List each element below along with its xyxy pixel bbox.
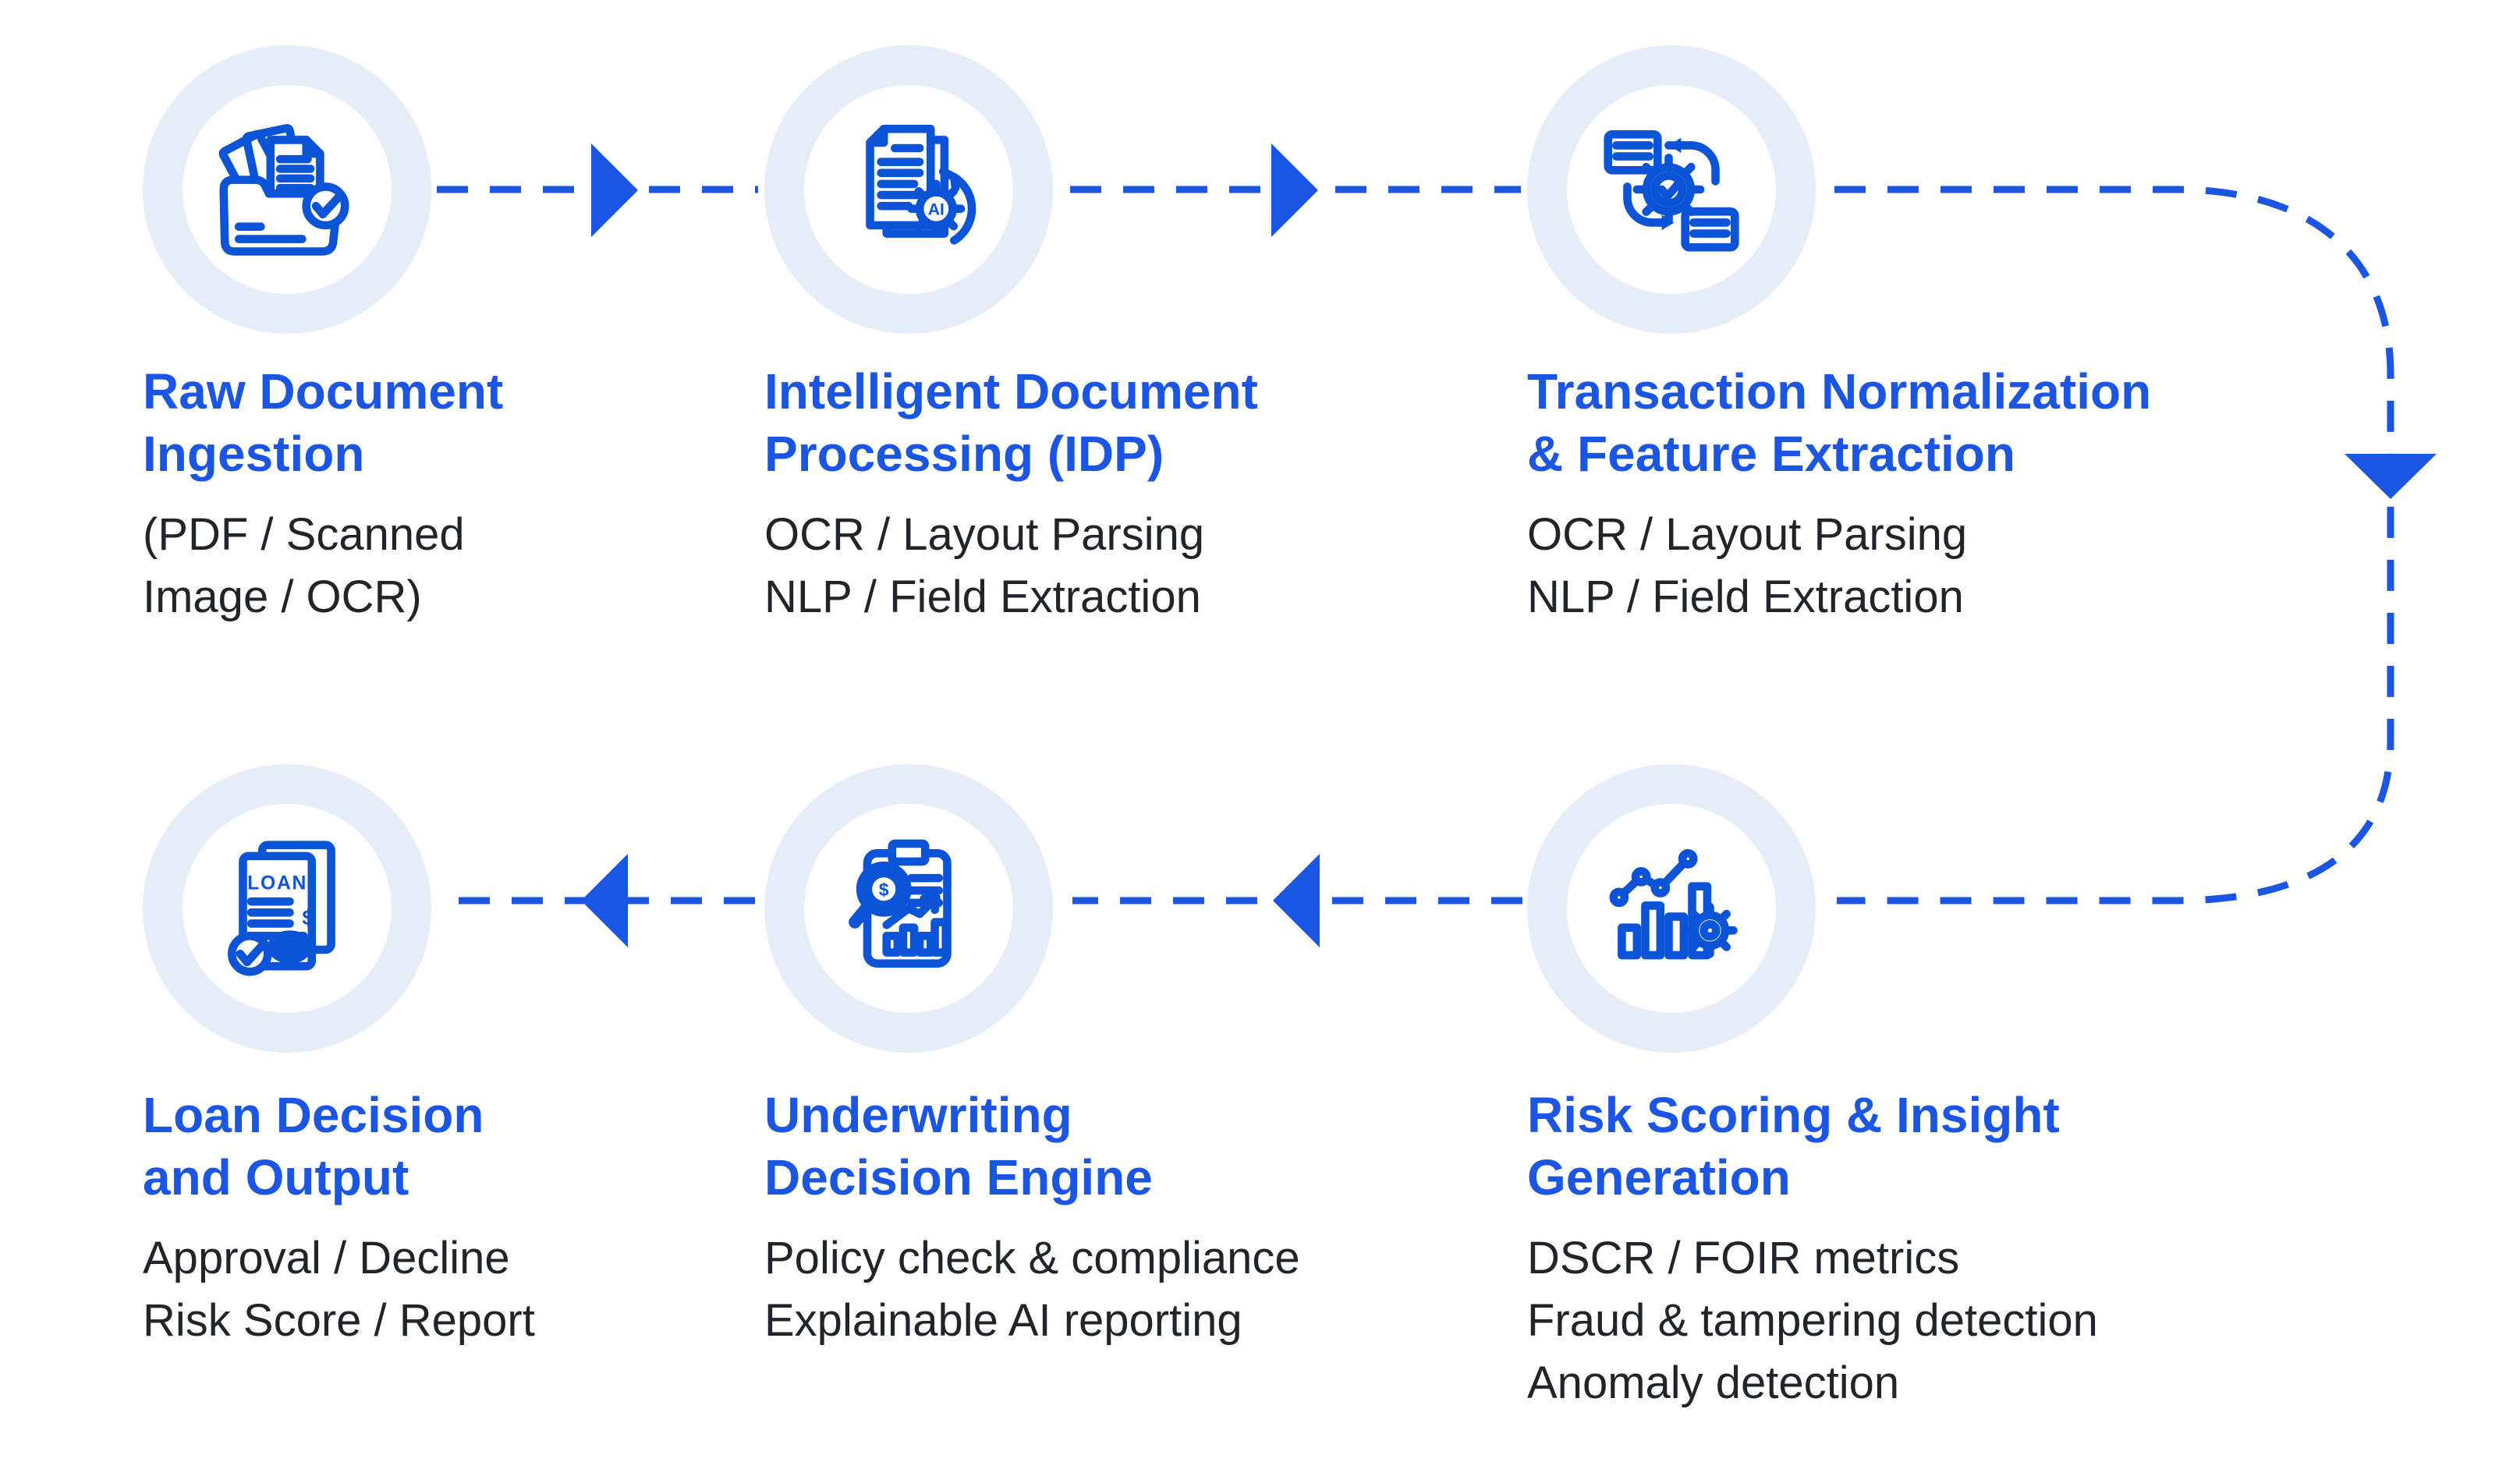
arrowhead-right-icon (591, 143, 638, 237)
dollar-label: $ (302, 906, 314, 929)
step-icon-ring: AI (764, 45, 1053, 334)
step-icon-ring (1527, 45, 1816, 334)
dollar-label: $ (879, 880, 889, 900)
gear-sync-cards-icon (1604, 130, 1739, 252)
step-title: Transaction Normalization & Feature Extr… (1527, 363, 2152, 482)
step-underwriting-decision-engine: $ Underwriting Decision Engine Policy ch… (764, 764, 1544, 1352)
step-icon-disc (1567, 804, 1776, 1013)
step-title: Raw Document Ingestion (143, 363, 504, 482)
step-title: Intelligent Document Processing (IDP) (764, 363, 1258, 482)
step-title: Risk Scoring & Insight Generation (1527, 1087, 2060, 1205)
step-icon-ring (1527, 764, 1816, 1053)
step-transaction-normalization: Transaction Normalization & Feature Extr… (1527, 45, 2307, 628)
ai-label: AI (928, 201, 945, 219)
step-icon-ring: $ (764, 764, 1053, 1053)
step-raw-document-ingestion: Raw Document Ingestion (PDF / Scanned Im… (143, 45, 923, 628)
arrowhead-right-icon (1271, 143, 1318, 237)
step-details: Approval / Decline Risk Score / Report (143, 1233, 535, 1346)
step-details: (PDF / Scanned Image / OCR) (143, 509, 465, 622)
step-icon-disc (183, 85, 392, 294)
step-icon-disc: $ (804, 804, 1013, 1013)
arrowhead-left-icon (581, 854, 628, 947)
connector-step3-step4-curve (1834, 186, 2394, 904)
step-intelligent-document-processing: AI Intelligent Document Processing (IDP)… (764, 45, 1544, 628)
step-title: Underwriting Decision Engine (764, 1087, 1153, 1205)
step-details: OCR / Layout Parsing NLP / Field Extract… (1527, 509, 1968, 622)
step-details: OCR / Layout Parsing NLP / Field Extract… (764, 509, 1205, 622)
step-icon-disc (1567, 85, 1776, 294)
loan-label: LOAN (247, 873, 307, 894)
step-details: DSCR / FOIR metrics Fraud & tampering de… (1527, 1233, 2098, 1408)
arrowhead-down-icon (2345, 454, 2437, 499)
step-details: Policy check & compliance Explainable AI… (764, 1233, 1300, 1346)
step-icon-disc: LOAN $ (183, 804, 392, 1013)
clipboard-magnifier-dollar-icon: $ (849, 839, 952, 968)
step-loan-decision-output: LOAN $ Loan Decision and Output Approval… (143, 764, 923, 1352)
step-title: Loan Decision and Output (143, 1087, 484, 1205)
step-icon-ring (143, 45, 431, 334)
document-ai-gear-icon: AI (866, 124, 976, 245)
step-icon-ring: LOAN $ (143, 764, 431, 1053)
arrowhead-left-icon (1273, 854, 1320, 947)
chart-gear-icon (1609, 849, 1738, 960)
step-risk-scoring-insight: Risk Scoring & Insight Generation DSCR /… (1527, 764, 2307, 1414)
step-icon-disc: AI (804, 85, 1013, 294)
folder-documents-check-icon (218, 124, 349, 256)
loan-document-check-icon: LOAN $ (228, 841, 335, 976)
